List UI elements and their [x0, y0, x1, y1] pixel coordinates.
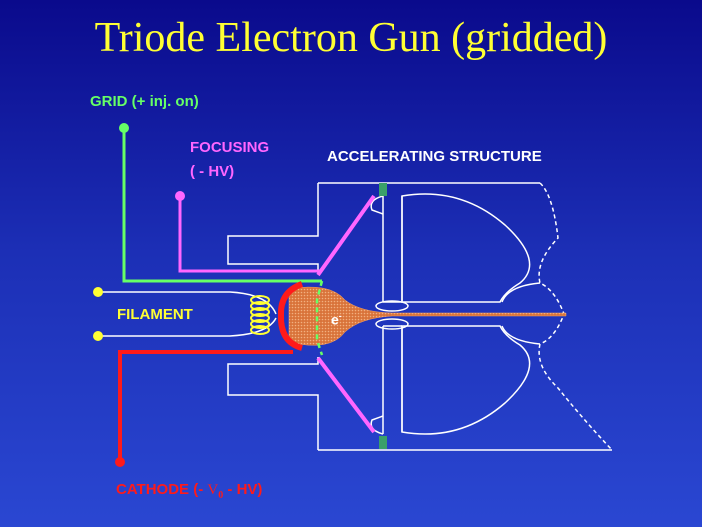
grid-terminal	[119, 123, 129, 133]
focusing-voltage-label: ( - HV)	[190, 163, 235, 180]
grid-mesh	[315, 280, 324, 356]
lower-port	[379, 436, 387, 449]
accelerating-structure	[227, 182, 613, 451]
cathode-terminal	[115, 457, 125, 467]
slide-title: Triode Electron Gun (gridded)	[94, 15, 608, 61]
cathode-label-prefix: CATHODE (-	[116, 481, 208, 498]
cathode-voltage-symbol: V0	[207, 482, 224, 501]
accelerating-structure-label: ACCELERATING STRUCTURE	[327, 148, 542, 165]
focusing-label: FOCUSING	[190, 139, 270, 156]
cathode-label-suffix: - HV)	[223, 481, 263, 498]
upper-port	[379, 183, 387, 196]
filament-coil	[250, 295, 270, 335]
grid-lead	[122, 128, 322, 283]
filament-terminal-bottom	[93, 331, 103, 341]
focusing-electrode	[316, 194, 376, 434]
grid-label: GRID (+ inj. on)	[90, 93, 199, 110]
filament-leads	[98, 291, 277, 337]
electron-beam	[288, 286, 567, 346]
filament-label: FILAMENT	[117, 306, 193, 323]
focusing-lead	[178, 196, 322, 273]
filament-terminal-top	[93, 287, 103, 297]
cathode	[118, 281, 304, 462]
electron-label: e-	[331, 311, 342, 328]
cathode-label: CATHODE (- V0 - HV)	[116, 481, 262, 501]
focusing-terminal	[175, 191, 185, 201]
